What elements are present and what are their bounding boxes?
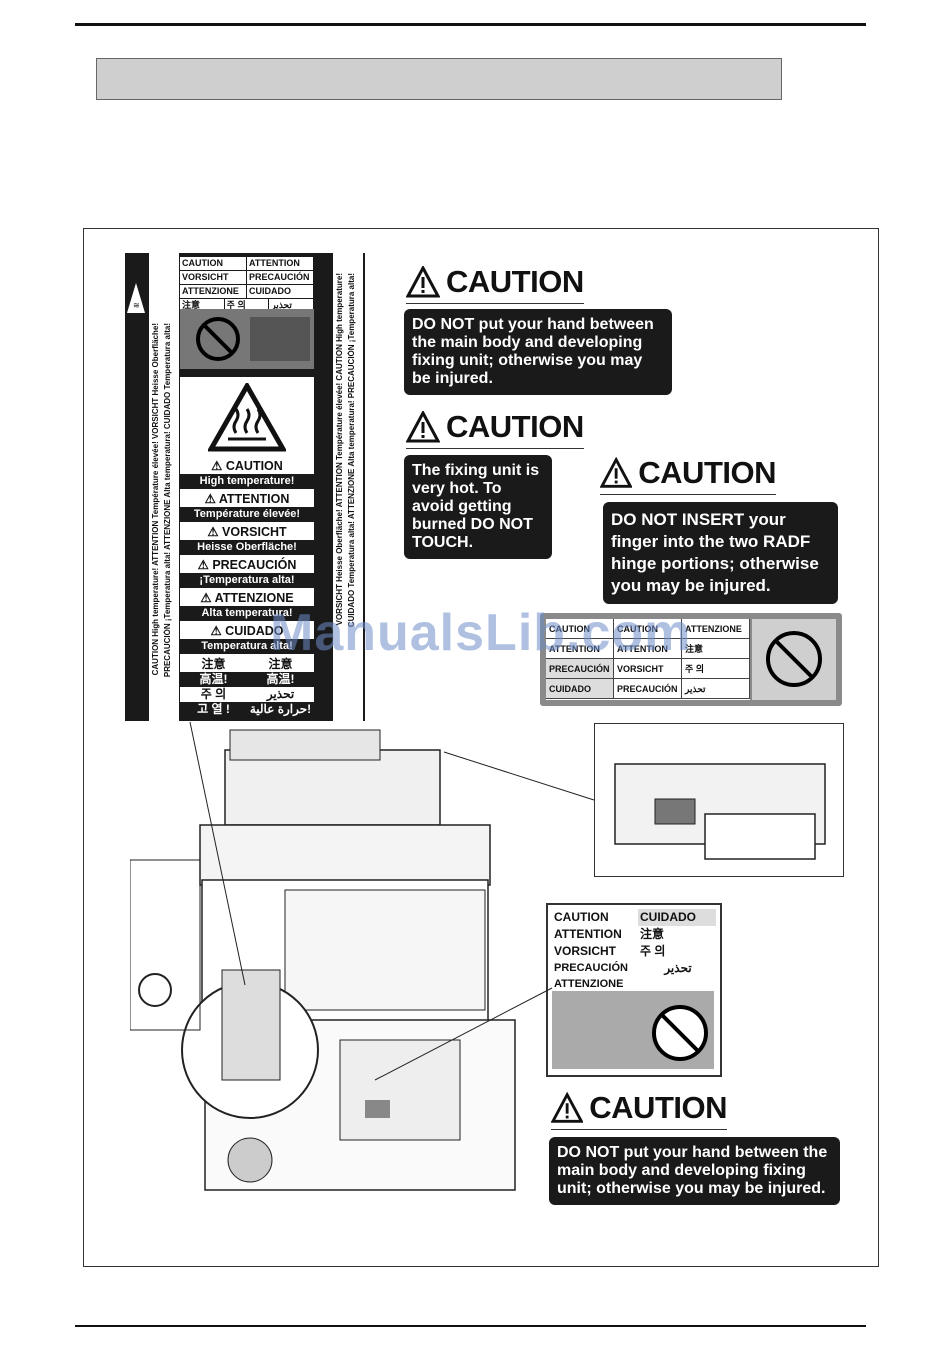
caution-message-2: The fixing unit is very hot. To avoid ge… xyxy=(404,455,552,559)
left-strip-text-2: PRECAUCIÓN ¡Temperatura alta! ATTENZIONE… xyxy=(163,323,172,678)
copier-illustration xyxy=(130,729,516,1191)
caution-message-3: DO NOT INSERT your finger into the two R… xyxy=(603,502,838,604)
row-precaucion: ⚠ PRECAUCIÓN¡Temperatura alta! xyxy=(180,558,314,588)
fixing-unit-label: ≋ CAUTION High temperature! ATTENTION Te… xyxy=(125,253,387,721)
left-strip-text: CAUTION High temperature! ATTENTION Temp… xyxy=(151,323,160,676)
radf-hinge-label: CAUTION CAUTION ATTENZIONE ATTENTION ATT… xyxy=(540,613,842,706)
no-hand-pictogram xyxy=(180,309,314,369)
caution-heading-1: CAUTION xyxy=(406,264,584,304)
warning-triangle-icon xyxy=(600,457,633,488)
caution-heading-3: CAUTION xyxy=(600,455,776,495)
illustration-frame xyxy=(83,228,879,1267)
caution-message-1: DO NOT put your hand between the main bo… xyxy=(404,309,672,395)
radf-label-grid: CAUTION CAUTION ATTENZIONE ATTENTION ATT… xyxy=(546,619,750,700)
hot-surface-icon xyxy=(208,383,286,452)
heat-warning-icon: ≋ xyxy=(127,283,145,313)
right-strip-text: VORSICHT Heisse Oberfläche! ATTENTION Te… xyxy=(335,273,344,626)
warning-triangle-icon xyxy=(406,411,440,443)
paper-feed-label: CAUTION CUIDADO ATTENTION 注意 VORSICHT 주 … xyxy=(546,903,722,1077)
caution-heading-4: CAUTION xyxy=(551,1090,727,1130)
no-finger-pictogram xyxy=(752,619,836,700)
no-hand-pictogram-2 xyxy=(552,991,714,1069)
top-rule xyxy=(75,23,866,26)
bottom-rule xyxy=(75,1325,866,1327)
warning-triangle-icon xyxy=(551,1092,584,1123)
watermark: ManualsLib.com xyxy=(270,604,692,662)
svg-text:≋: ≋ xyxy=(133,301,140,310)
warning-triangle-icon xyxy=(406,266,440,298)
caution-message-4: DO NOT put your hand between the main bo… xyxy=(549,1137,840,1205)
radf-hinge-inset xyxy=(594,723,844,877)
caution-heading-2: CAUTION xyxy=(406,409,584,449)
right-strip-text-2: CUIDADO Temperatura alta! ATTENZIONE Alt… xyxy=(347,273,356,628)
section-header-bar xyxy=(96,58,782,100)
